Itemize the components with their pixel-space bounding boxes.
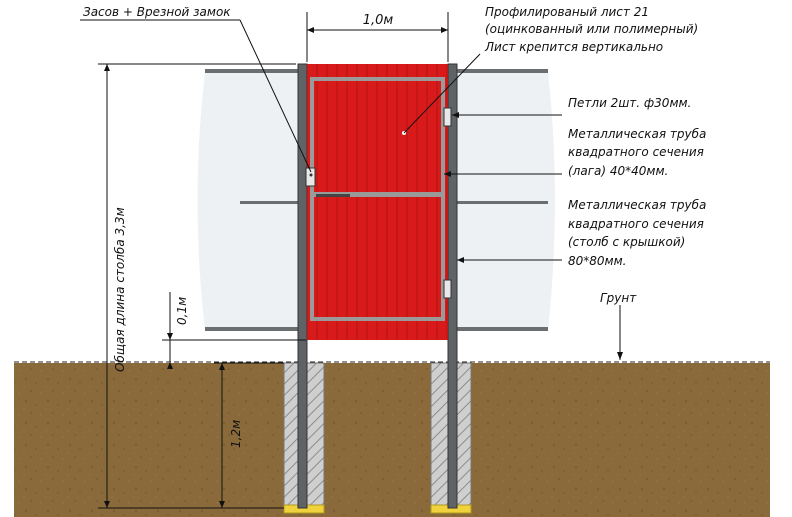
profiled-sheet: [307, 64, 448, 340]
lock-keyhole: [309, 173, 313, 177]
fence-rail-top-left: [205, 69, 300, 73]
width-dimension: [306, 12, 449, 62]
sheet-leader: [403, 53, 481, 134]
background-fence: [197, 69, 555, 331]
hinges-label: Петли 2шт. ф30мм.: [568, 96, 691, 110]
total-length-label: Общая длина столба 3,3м: [113, 207, 127, 372]
gate-crossbar: [312, 192, 443, 197]
hinge-bottom: [443, 279, 452, 299]
post-label-1: Металлическая труба: [568, 198, 706, 212]
width-label: 1,0м: [363, 13, 394, 28]
fence-rail-top-right: [455, 69, 548, 73]
bolt-bar: [316, 194, 350, 197]
lag-label-3: (лага) 40*40мм.: [568, 164, 668, 178]
depth-dimension: [214, 362, 284, 508]
ground-label: Грунт: [600, 291, 637, 305]
gate-leaf: [307, 64, 448, 340]
bolt-lock-label: Засов + Врезной замок: [83, 5, 231, 19]
lag-label-1: Металлическая труба: [568, 127, 706, 141]
lag-label-2: квадратного сечения: [568, 145, 704, 159]
clearance-label: 0,1м: [175, 297, 189, 325]
post-label-3: (столб с крышкой): [568, 235, 685, 249]
post-left: [297, 63, 308, 509]
post-label-4: 80*80мм.: [568, 254, 626, 268]
lock-box: [305, 167, 316, 187]
fence-rail-mid-left: [240, 201, 300, 204]
fence-rail-mid-right: [455, 201, 548, 204]
post-label-2: квадратного сечения: [568, 217, 704, 231]
depth-label: 1,2м: [229, 420, 243, 448]
total-length-dimension: [98, 63, 296, 509]
sheet-label-1: Профилированый лист 21: [485, 5, 649, 19]
clearance-dimension: [162, 292, 306, 369]
sheet-label-2: (оцинкованный или полимерный): [485, 22, 698, 36]
hinge-top: [443, 107, 452, 127]
fence-rail-bottom-left: [205, 327, 300, 331]
soil: [14, 363, 770, 517]
gate-frame: [310, 77, 445, 321]
sheet-label-3: Лист крепится вертикально: [484, 40, 663, 54]
bolt-leader: [239, 19, 312, 173]
fence-rail-bottom-right: [455, 327, 548, 331]
